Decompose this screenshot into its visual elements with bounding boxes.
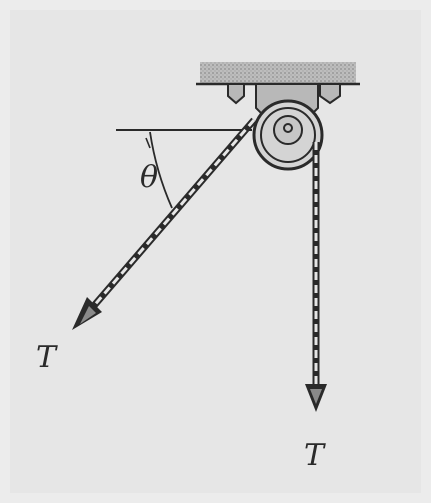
right-arrowhead-shade: [310, 389, 322, 404]
right-tension-label: T: [304, 438, 325, 473]
left-rope: [89, 117, 257, 311]
angle-theta-label: θ: [140, 160, 159, 195]
diagram-panel: [10, 10, 421, 493]
pulley-wheel: [252, 99, 324, 171]
left-arrowhead-shade: [80, 306, 96, 324]
left-tension-label: T: [36, 340, 57, 375]
angle-arc: [149, 131, 173, 209]
angle-tick: [145, 137, 151, 149]
ceiling-support: [196, 62, 360, 86]
